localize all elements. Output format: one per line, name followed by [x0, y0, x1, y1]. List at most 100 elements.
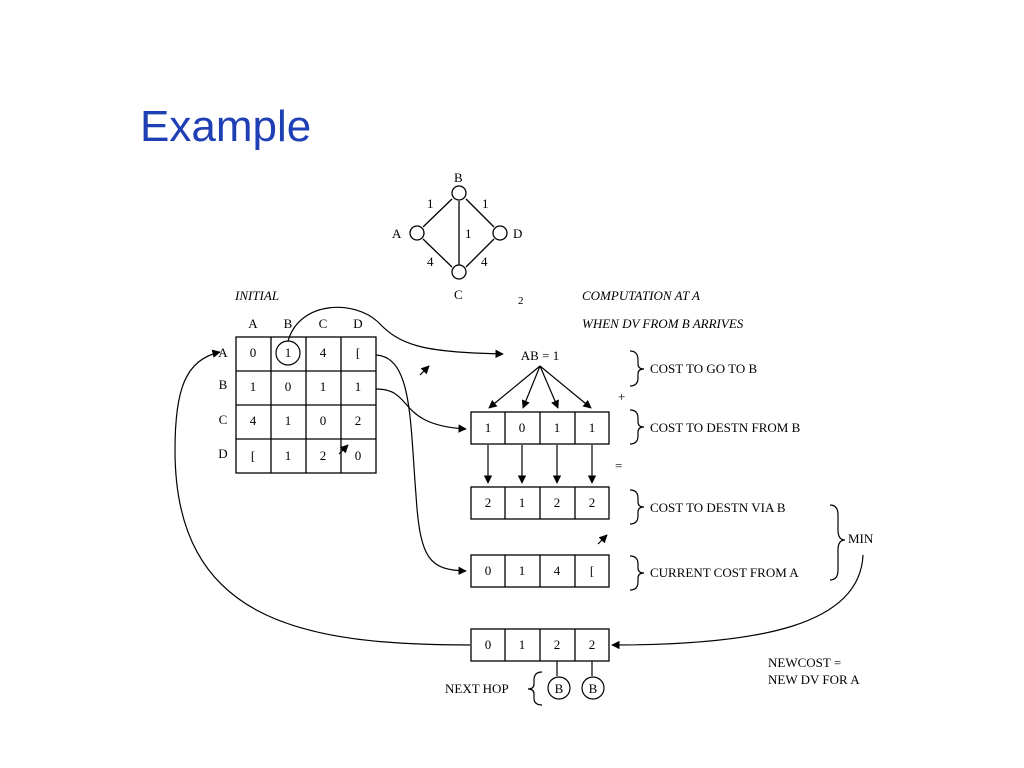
label-next-hop: NEXT HOP	[445, 681, 509, 696]
arrow-ab-to-col-3	[539, 365, 559, 409]
brace-current-cost	[629, 555, 645, 591]
initial-row-headers: A B C D	[218, 345, 228, 461]
row-header-c: C	[219, 412, 228, 427]
row-header-b: B	[219, 377, 228, 392]
next-hop-node-2	[581, 676, 605, 700]
edge-a-b	[422, 198, 453, 228]
node-a	[409, 225, 425, 241]
next-hop-label-1: B	[555, 681, 564, 696]
cell-a-a: 0	[250, 345, 257, 360]
arrow-b-row-to-cost-from-b	[375, 388, 467, 433]
cell-b-d: 1	[355, 379, 362, 394]
value: 4	[554, 563, 561, 578]
col-header-c: C	[319, 316, 328, 331]
value: 0	[485, 637, 492, 652]
cell-b-b: 0	[285, 379, 292, 394]
initial-table-cells: 0 1 4 [ 1 0 1 1 4 1 0 2 [ 1 2 0	[250, 345, 362, 463]
value: 2	[554, 495, 561, 510]
slide-title: Example	[140, 102, 312, 151]
node-d	[492, 225, 508, 241]
computation-heading-line1: COMPUTATION AT A	[582, 288, 700, 303]
edge-weight-a-b: 1	[427, 196, 434, 211]
braces	[527, 350, 846, 706]
arrow-ab-to-col-2	[521, 365, 541, 409]
cell-b-c: 1	[320, 379, 327, 394]
value: [	[590, 563, 594, 578]
cell-c-c: 0	[320, 413, 327, 428]
brace-cost-to-go	[629, 350, 645, 387]
arrow-small-1	[419, 365, 430, 376]
value: 1	[485, 420, 492, 435]
col-header-b: B	[284, 316, 293, 331]
label-newcost-line1: NEWCOST =	[768, 655, 841, 670]
flow-arrows	[174, 306, 864, 650]
arrow-ab-to-col-1	[488, 365, 541, 409]
edge-a-c	[422, 238, 453, 268]
initial-col-headers: A B C D	[248, 316, 362, 331]
cell-a-b: 1	[285, 345, 292, 360]
equals-sign: =	[615, 458, 622, 473]
col-header-d: D	[353, 316, 362, 331]
col-header-a: A	[248, 316, 258, 331]
value: 2	[554, 637, 561, 652]
cell-d-d: 0	[355, 448, 362, 463]
node-label-b: B	[454, 170, 463, 185]
edge-weight-a-c: 4	[427, 254, 434, 269]
edge-weight-b-c: 1	[465, 226, 472, 241]
label-cost-to-go-to-b: COST TO GO TO B	[650, 361, 757, 376]
edge-weight-c-d: 4	[481, 254, 488, 269]
newcost-values: 0 1 2 2	[485, 637, 596, 652]
node-label-c: C	[454, 287, 463, 302]
arrow-ab-to-ab-label	[287, 306, 504, 359]
node-label-a: A	[392, 226, 402, 241]
value: 1	[519, 563, 526, 578]
value: 2	[485, 495, 492, 510]
slide-number: 2	[518, 295, 524, 307]
cell-d-b: 1	[285, 448, 292, 463]
cell-d-a: [	[251, 448, 255, 463]
initial-label: INITIAL	[234, 288, 279, 303]
value: 1	[519, 495, 526, 510]
value: 2	[589, 637, 596, 652]
row-header-d: D	[218, 446, 227, 461]
edge-weight-b-d: 1	[482, 196, 489, 211]
cost-from-b-values: 1 0 1 1	[485, 420, 596, 435]
node-c	[451, 264, 467, 280]
brace-next-hop	[527, 671, 543, 706]
value: 2	[589, 495, 596, 510]
label-current-cost-from-a: CURRENT COST FROM A	[650, 565, 799, 580]
cell-c-d: 2	[355, 413, 362, 428]
next-hop-node-1	[547, 676, 571, 700]
value: 1	[554, 420, 561, 435]
computation-heading-line2: WHEN DV FROM B ARRIVES	[582, 316, 744, 331]
row-header-a: A	[218, 345, 228, 360]
ab-cost-label: AB = 1	[521, 348, 559, 363]
arrow-a-row-to-current-cost	[375, 354, 467, 575]
value: 0	[519, 420, 526, 435]
brace-cost-via-b	[629, 489, 645, 525]
node-b	[451, 185, 467, 201]
next-hop-nodes	[547, 661, 605, 700]
plus-sign: +	[618, 389, 625, 404]
label-cost-to-destn-via-b: COST TO DESTN VIA B	[650, 500, 786, 515]
edge-b-d	[465, 198, 495, 228]
cell-a-c: 4	[320, 345, 327, 360]
next-hop-label-2: B	[589, 681, 598, 696]
cell-b-a: 1	[250, 379, 257, 394]
arrow-newcost-to-initial	[174, 349, 471, 646]
arrow-min-to-newcost	[611, 554, 864, 650]
cost-via-b-values: 2 1 2 2	[485, 495, 596, 510]
brace-min	[829, 504, 846, 581]
label-newcost-line2: NEW DV FOR A	[768, 672, 860, 687]
cell-a-d: [	[356, 345, 360, 360]
cell-c-b: 1	[285, 413, 292, 428]
label-cost-to-destn-from-b: COST TO DESTN FROM B	[650, 420, 801, 435]
value: 1	[589, 420, 596, 435]
network-graph	[409, 185, 508, 280]
arrow-small-2	[338, 444, 349, 455]
cell-d-c: 2	[320, 448, 327, 463]
edge-c-d	[465, 238, 495, 268]
cell-c-a: 4	[250, 413, 257, 428]
arrow-small-3	[597, 534, 608, 545]
